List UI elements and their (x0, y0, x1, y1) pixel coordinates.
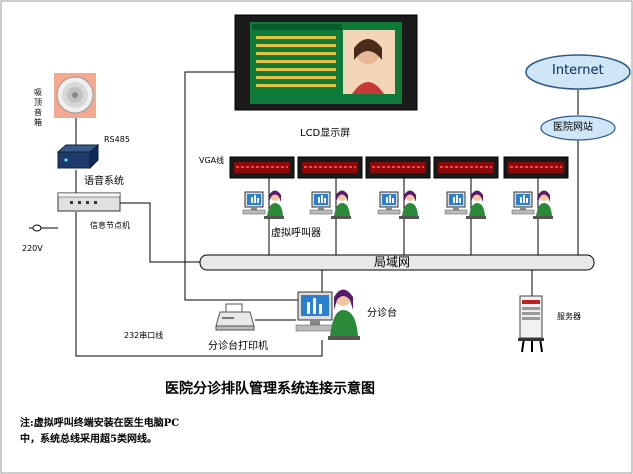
triage-desk-label: 分诊台 (367, 308, 397, 319)
led-panel-2 (297, 156, 363, 179)
ceiling-speaker-label: 吸顶音箱 (34, 88, 42, 127)
info-node-icon (57, 192, 121, 212)
triage-printer-label: 分诊台打印机 (208, 341, 268, 352)
lcd-rows (256, 36, 336, 87)
led-panel-3 (365, 156, 431, 179)
voltage-label: 220V (22, 244, 43, 253)
virtual-caller-label: 虚拟呼叫器 (271, 228, 321, 239)
internet-label: Internet (552, 63, 604, 78)
printer-icon (215, 303, 255, 331)
doctor-workstation-3 (377, 190, 420, 220)
voice-system-label: 语音系统 (84, 176, 124, 187)
led-panels (229, 156, 569, 179)
ceiling-speaker-icon (54, 73, 96, 118)
info-node-label: 信息节点机 (90, 221, 130, 230)
lan-label: 局域网 (374, 255, 411, 269)
triage-workstation (295, 289, 360, 340)
hospital-network-label: 医院网站 (553, 122, 593, 133)
internet-cloud-icon (525, 54, 631, 90)
doctor-workstation-2 (309, 190, 352, 220)
power-plug-icon (29, 224, 42, 232)
hospital-network-icon (540, 115, 616, 141)
rs485-label: RS485 (104, 135, 130, 144)
vga-line-label: VGA线 (199, 156, 225, 165)
server-label: 服务器 (557, 312, 581, 321)
lcd-screen (234, 14, 418, 111)
led-panel-5 (503, 156, 569, 179)
lcd-photo-hair (354, 39, 382, 60)
lcd-screen-label: LCD显示屏 (300, 128, 351, 139)
server-icon (518, 295, 544, 353)
doctor-workstation-4 (444, 190, 487, 220)
serial-line-label: 232串口线 (124, 331, 164, 340)
lcd-photo-shoulders (352, 82, 384, 94)
doctor-workstation-5 (511, 190, 554, 220)
doctor-workstation-1 (242, 190, 285, 220)
vga-main-line (184, 71, 300, 301)
connection-lines (40, 71, 579, 357)
lan-bus (199, 254, 595, 271)
diagram-title: 医院分诊排队管理系统连接示意图 (165, 381, 375, 397)
note-line-2: 中，系统总线采用超5类网线。 (20, 434, 157, 445)
voice-system-icon (56, 143, 100, 170)
led-panel-1 (229, 156, 295, 179)
serial-line (75, 212, 323, 357)
note-line-1: 注:虚拟呼叫终端安装在医生电脑PC (20, 418, 180, 429)
lcd-header-bar (252, 24, 342, 30)
node-to-lan-line (120, 202, 200, 263)
led-panel-4 (433, 156, 499, 179)
